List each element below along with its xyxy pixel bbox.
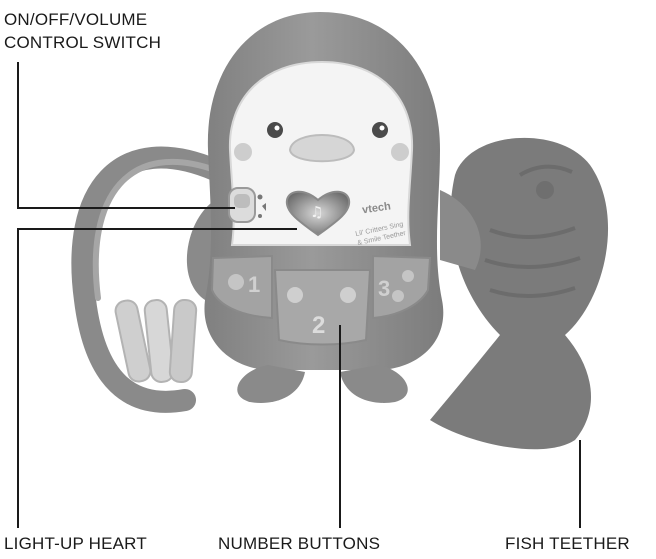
number-3-label: 3 xyxy=(378,276,390,301)
right-eye xyxy=(372,122,388,138)
right-cheek xyxy=(391,143,409,161)
number-button-2[interactable]: 2 xyxy=(275,270,370,345)
switch-label-line-2: CONTROL SWITCH xyxy=(4,31,161,54)
switch-leader-horizontal xyxy=(17,207,235,209)
left-cheek xyxy=(234,143,252,161)
switch-label-line-1: ON/OFF/VOLUME xyxy=(4,8,161,31)
number-2-label: 2 xyxy=(312,312,325,339)
number-buttons-label: NUMBER BUTTONS xyxy=(218,532,380,555)
left-foot xyxy=(237,365,305,403)
fish-teether xyxy=(430,138,608,449)
music-note-icon: ♫ xyxy=(310,203,323,221)
heart-leader-vertical xyxy=(17,228,19,528)
fish-leader-vertical xyxy=(579,440,581,528)
switch-leader-vertical xyxy=(17,62,19,209)
light-up-heart-label: LIGHT-UP HEART xyxy=(4,532,147,555)
fish-teether-label: FISH TEETHER xyxy=(505,532,630,555)
left-eye xyxy=(267,122,283,138)
right-foot xyxy=(340,365,408,403)
number-1-label: 1 xyxy=(248,272,260,297)
beak xyxy=(290,135,354,161)
heart-leader-horizontal xyxy=(17,228,297,230)
ring-toys xyxy=(114,299,197,384)
on-off-volume-switch-label: ON/OFF/VOLUME CONTROL SWITCH xyxy=(4,8,161,54)
buttons-leader-vertical xyxy=(339,325,341,528)
